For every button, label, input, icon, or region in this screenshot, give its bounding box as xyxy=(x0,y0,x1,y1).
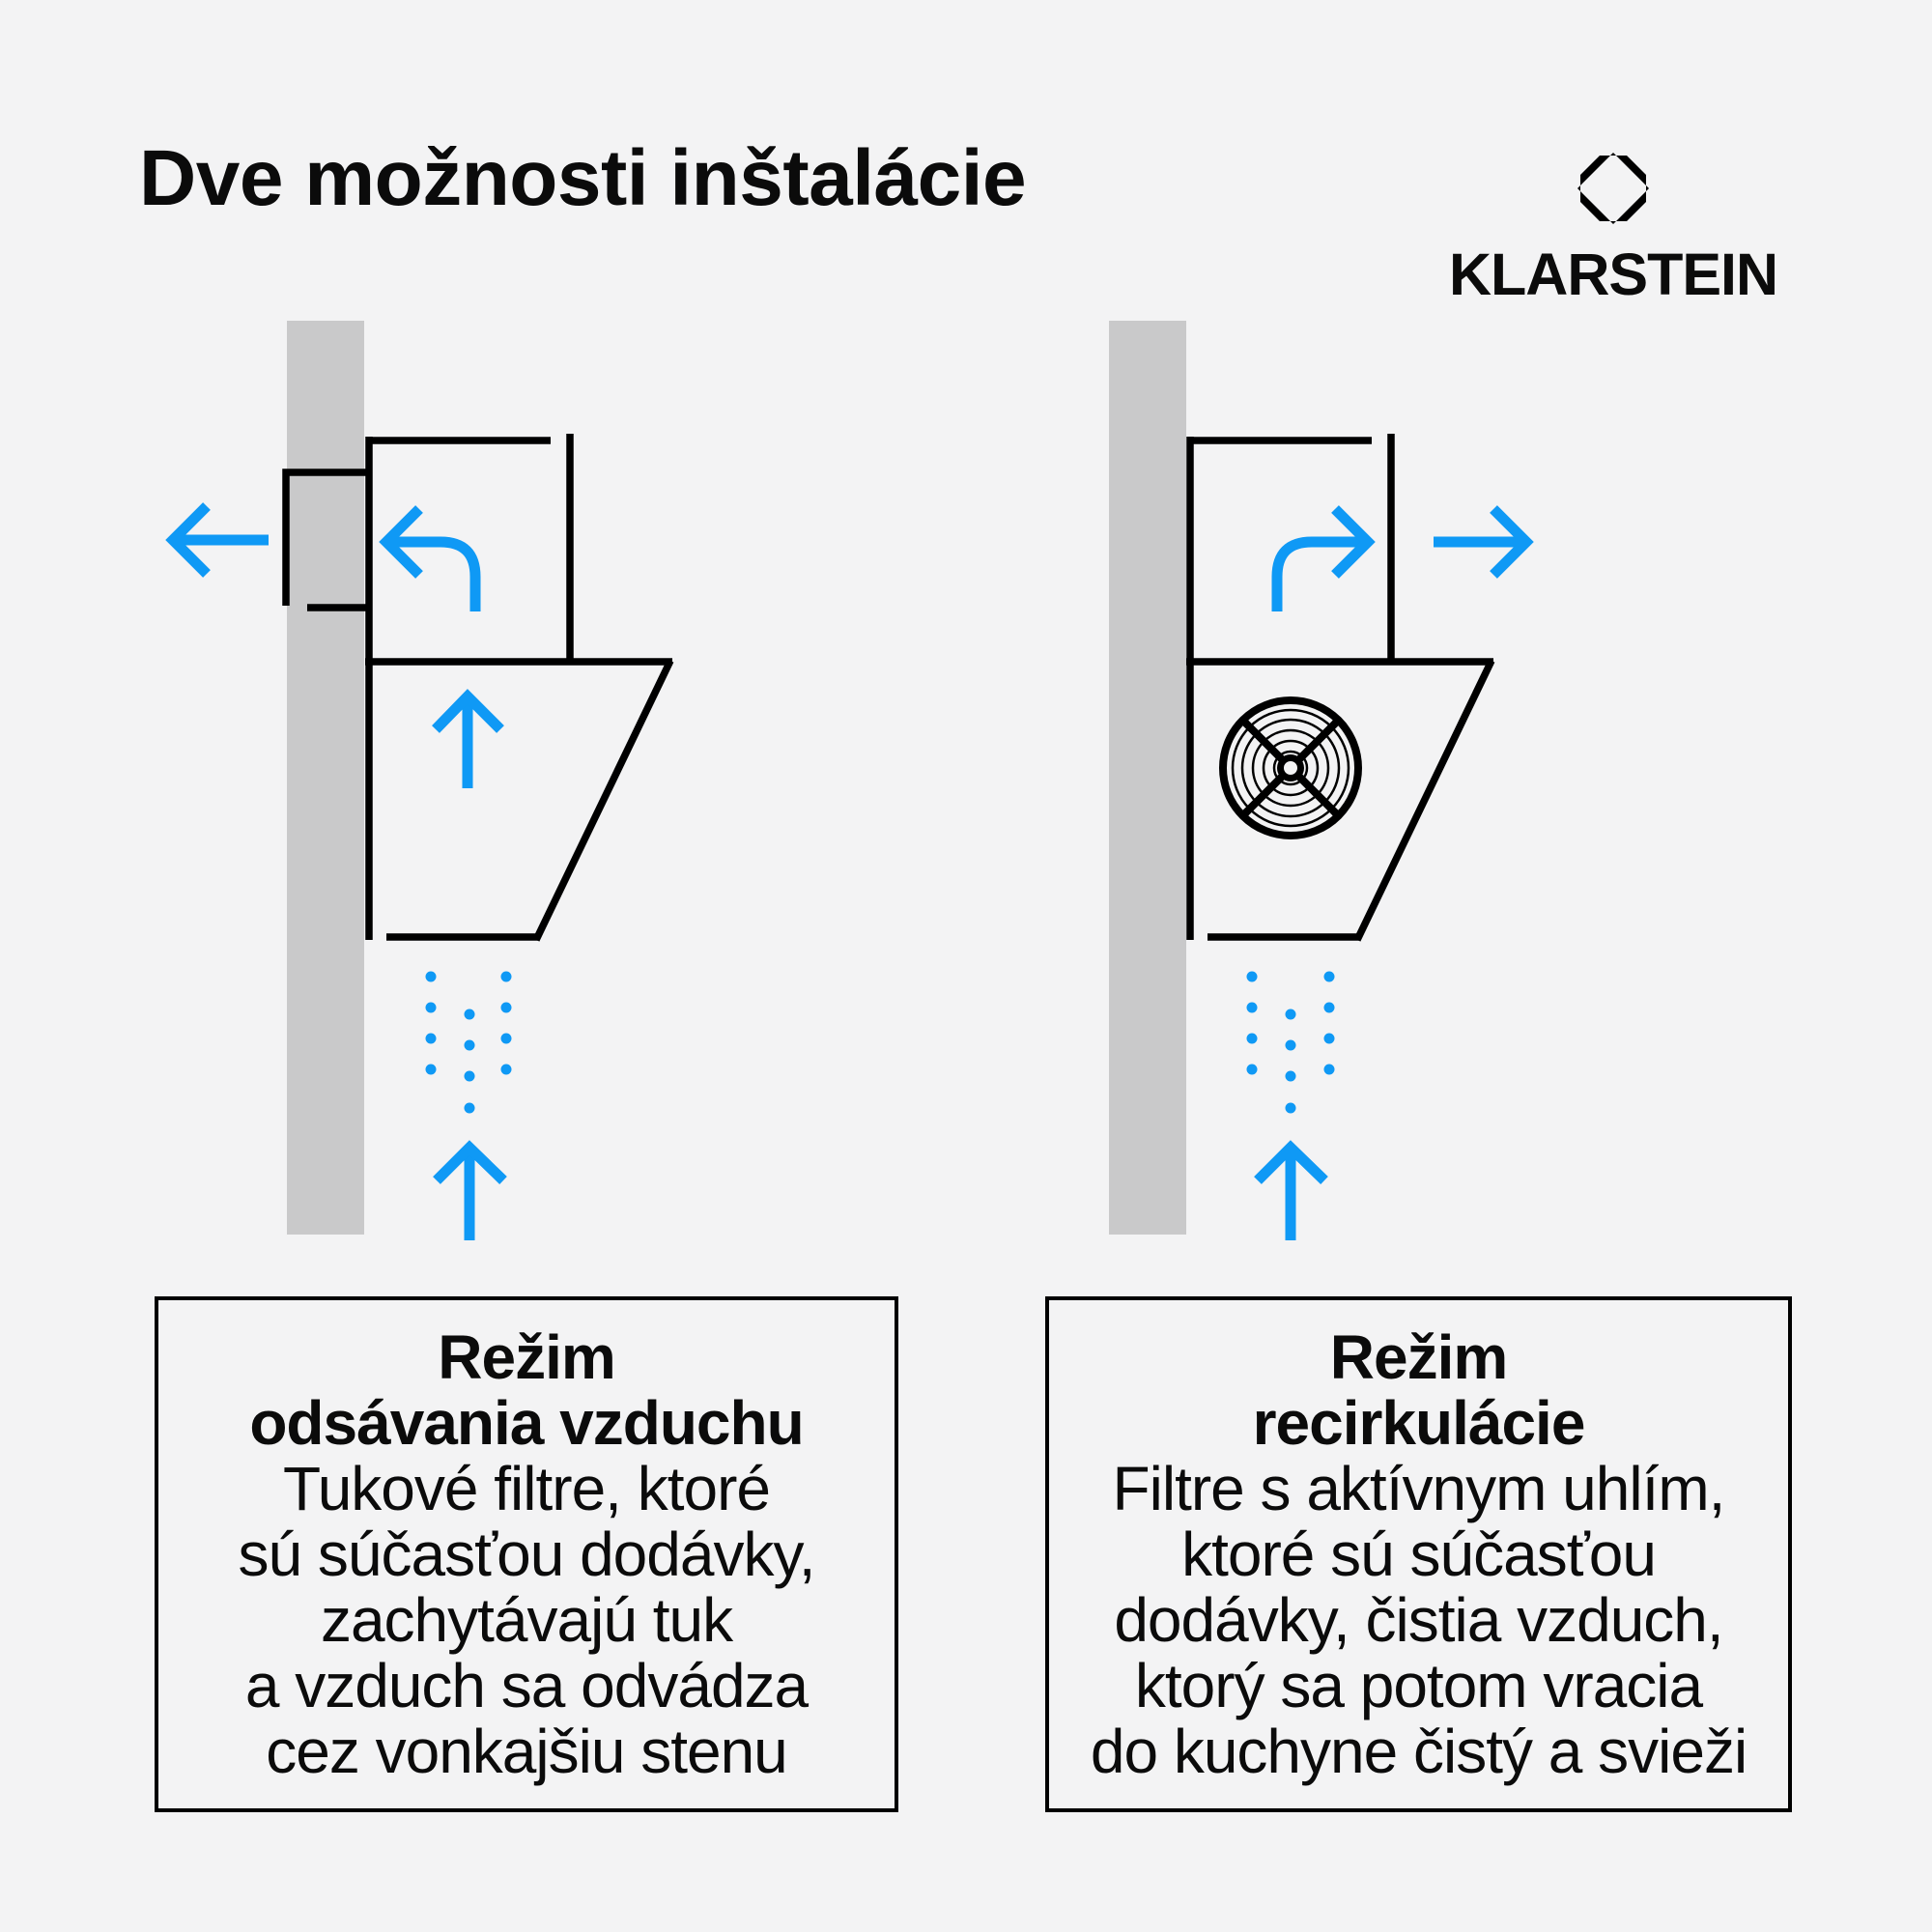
caption-body-line: do kuchyne čistý a svieži xyxy=(1090,1717,1747,1786)
caption-heading-line: recirkulácie xyxy=(1252,1388,1586,1458)
diagram-recirculation xyxy=(1109,321,1534,1240)
hood xyxy=(365,658,674,942)
arrow-curve-right-icon xyxy=(1271,505,1376,611)
caption-box-extraction: Režim odsávania vzduchu Tukové filtre, k… xyxy=(155,1296,898,1812)
caption-body-line: ktoré sú súčasťou xyxy=(1181,1520,1657,1589)
arrow-left-exit-icon xyxy=(165,502,269,578)
caption-heading-line: Režim xyxy=(1329,1322,1509,1392)
caption-box-recirculation: Režim recirkulácie Filtre s aktívnym uhl… xyxy=(1045,1296,1792,1812)
caption-body-line: zachytávajú tuk xyxy=(320,1585,733,1655)
steam-dots xyxy=(1246,971,1335,1114)
caption-body-line: dodávky, čistia vzduch, xyxy=(1114,1585,1723,1655)
hood xyxy=(1186,658,1495,942)
wall xyxy=(1109,321,1186,1235)
chimney xyxy=(1186,434,1395,940)
caption-body-line: Tukové filtre, ktoré xyxy=(282,1454,771,1523)
brand-logo: KLARSTEIN xyxy=(1420,147,1806,304)
wall xyxy=(287,321,364,1235)
arrow-up-intake-icon xyxy=(1254,1140,1328,1240)
arrow-up-icon xyxy=(432,689,504,788)
fan-filter-icon xyxy=(1219,696,1362,839)
brand-wordmark: KLARSTEIN xyxy=(1448,242,1778,307)
caption-body-line: cez vonkajšiu stenu xyxy=(266,1717,788,1786)
caption-heading-line: odsávania vzduchu xyxy=(249,1388,804,1458)
caption-body-line: Filtre s aktívnym uhlím, xyxy=(1112,1454,1726,1523)
page-title: Dve možnosti inštalácie xyxy=(139,134,1027,222)
arrow-right-exit-icon xyxy=(1434,505,1534,579)
octagon-diamond-icon xyxy=(1577,153,1649,224)
wall-duct xyxy=(282,469,371,611)
caption-body-line: ktorý sa potom vracia xyxy=(1134,1651,1703,1720)
chimney xyxy=(365,434,574,940)
caption-body-line: sú súčasťou dodávky, xyxy=(238,1520,816,1589)
diagram-extraction xyxy=(165,321,674,1240)
caption-heading-line: Režim xyxy=(438,1322,616,1392)
arrow-up-intake-icon xyxy=(433,1140,507,1240)
steam-dots xyxy=(425,971,512,1114)
arrow-curve-left-icon xyxy=(379,505,481,611)
caption-body-line: a vzduch sa odvádza xyxy=(244,1651,809,1720)
